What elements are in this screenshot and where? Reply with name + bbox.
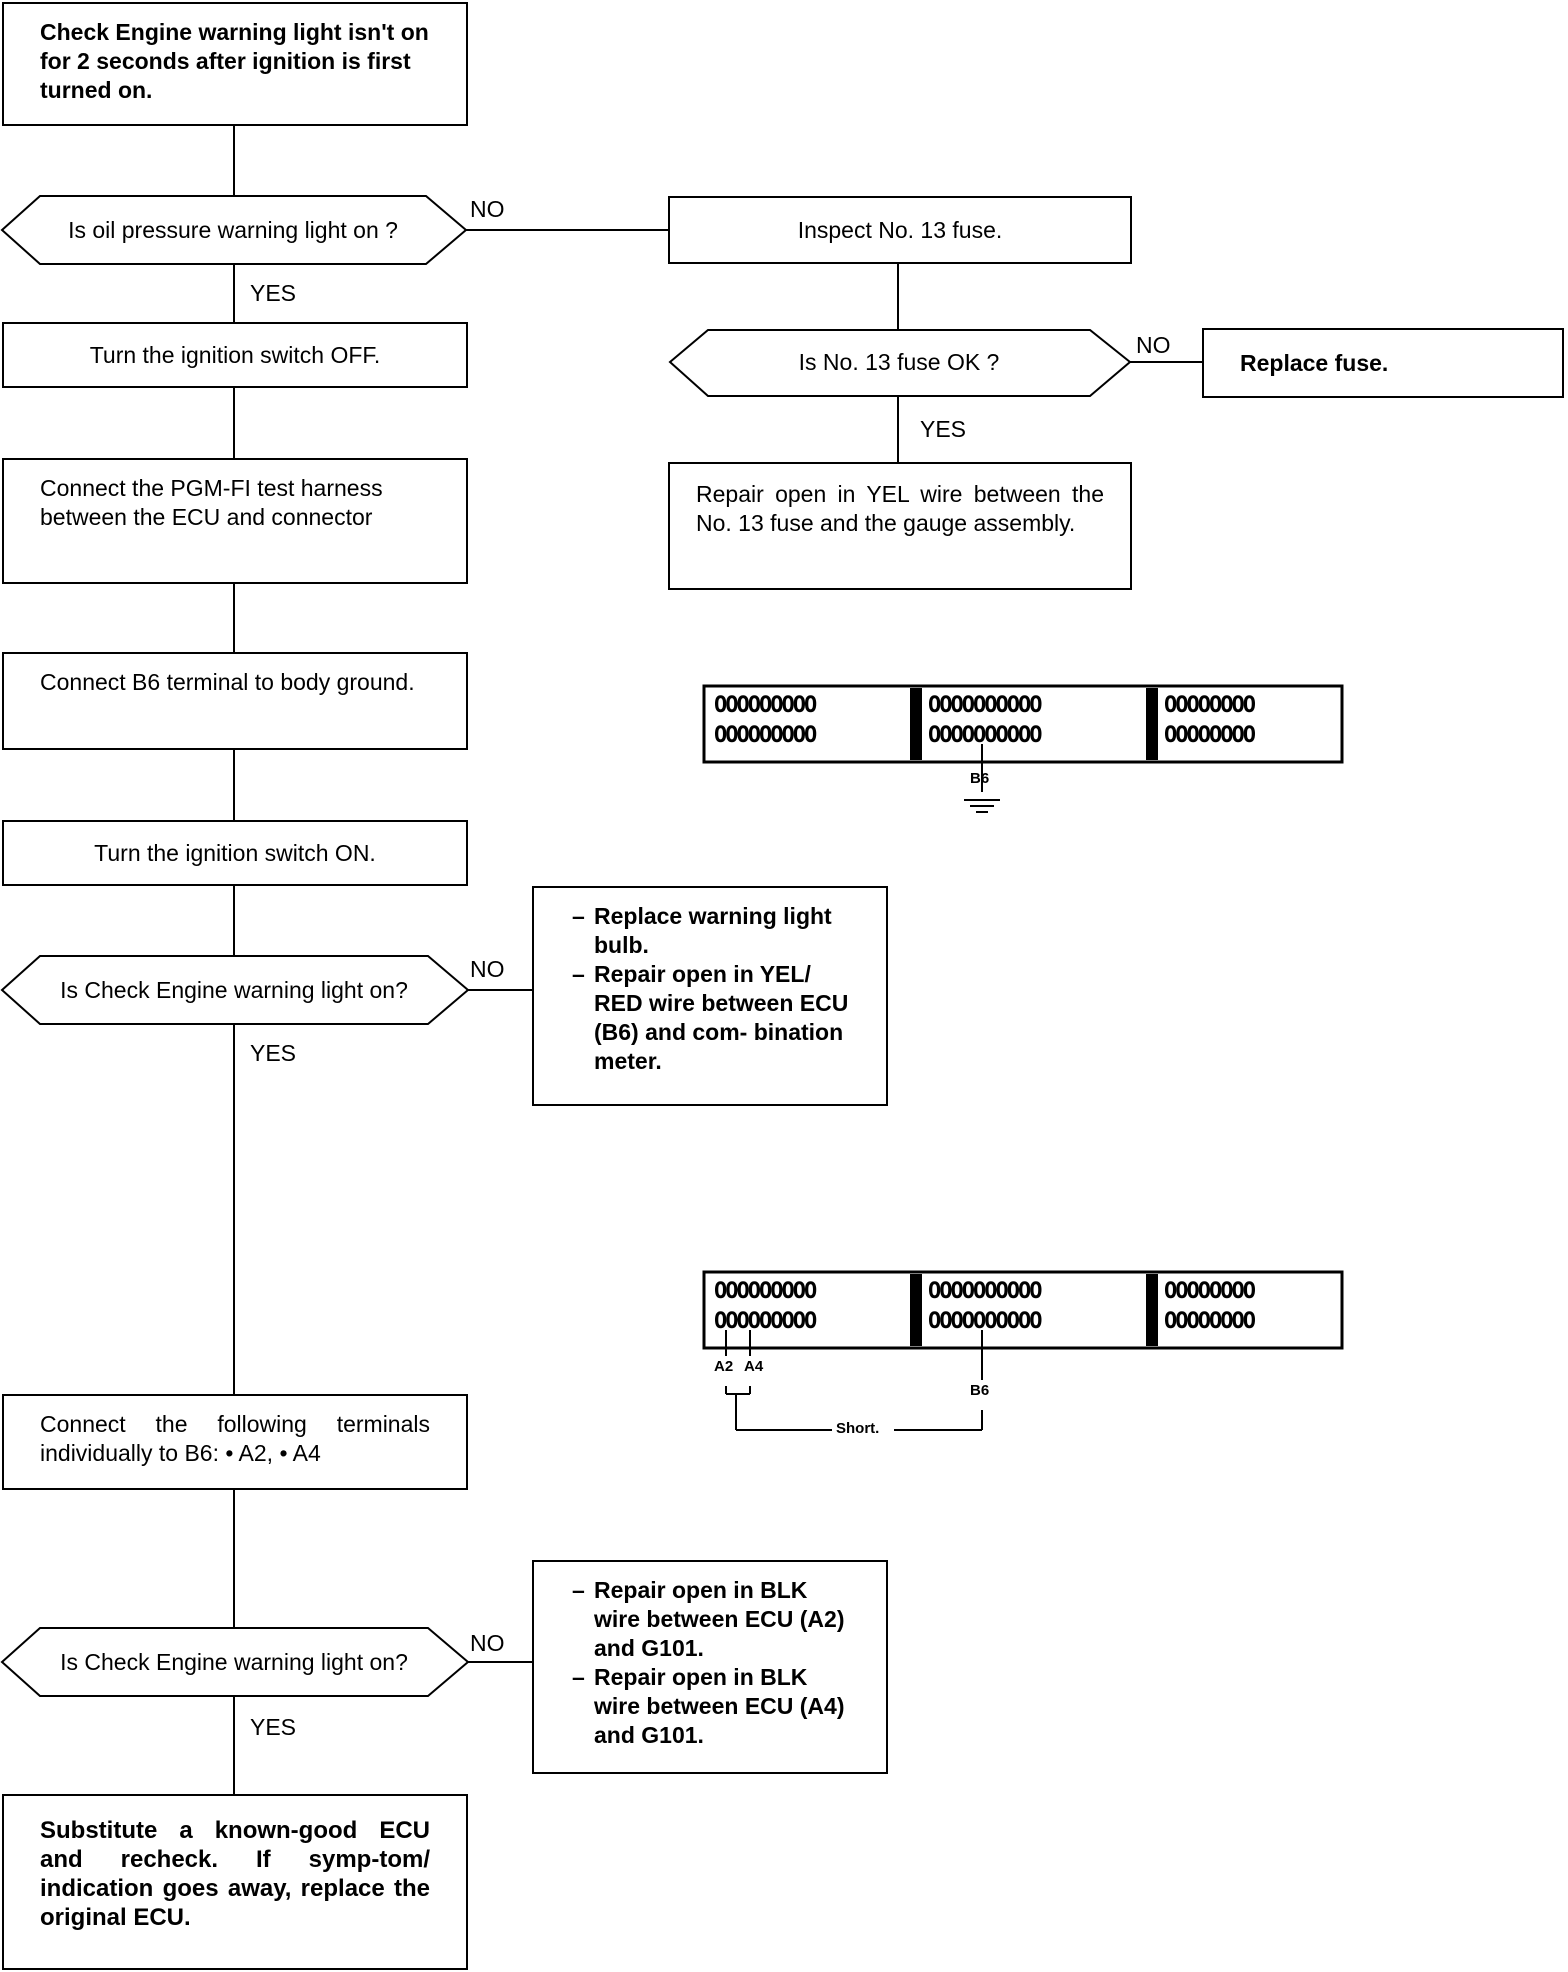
terminal-label-a4: A4 <box>744 1358 764 1375</box>
pin-row: OOOOOOOOOO <box>928 693 1042 718</box>
yes-label: YES <box>920 416 967 442</box>
step-turn-ignition-on: Turn the ignition switch ON. <box>2 820 468 886</box>
no-label: NO <box>470 956 505 982</box>
decision-check-engine-2: Is Check Engine warning light on? <box>60 1649 408 1675</box>
terminal-label-a2: A2 <box>714 1358 734 1375</box>
step-substitute-ecu: Substitute a known-good ECU and recheck.… <box>2 1794 468 1970</box>
pin-row: OOOOOOOO <box>1164 693 1256 718</box>
no-label: NO <box>470 196 505 222</box>
list-item: Replace warning light bulb. <box>566 902 854 960</box>
pin-row: OOOOOOOOOO <box>928 1309 1042 1334</box>
terminal-label-b6: B6 <box>970 1382 990 1399</box>
terminal-label-b6: B6 <box>970 770 990 787</box>
pin-row: OOOOOOOOOO <box>928 1279 1042 1304</box>
pin-row: OOOOOOOOOO <box>928 723 1042 748</box>
start-box: Check Engine warning light isn't on for … <box>2 2 468 126</box>
no-label: NO <box>470 1630 505 1656</box>
yes-label: YES <box>250 1040 297 1066</box>
list-item: Repair open in BLK wire between ECU (A2)… <box>566 1576 854 1663</box>
pin-row: OOOOOOOO <box>1164 723 1256 748</box>
action-list-check2-no: Repair open in BLK wire between ECU (A2)… <box>532 1560 888 1774</box>
action-list-check1-no: Replace warning light bulb. Repair open … <box>532 886 888 1106</box>
short-label: Short. <box>836 1420 880 1437</box>
no-label: NO <box>1136 332 1171 358</box>
yes-label: YES <box>250 1714 297 1740</box>
action-replace-fuse: Replace fuse. <box>1202 328 1564 398</box>
decision-oil-pressure: Is oil pressure warning light on ? <box>68 217 398 243</box>
pin-row: OOOOOOOOO <box>714 1309 817 1334</box>
pin-row: OOOOOOOO <box>1164 1309 1256 1334</box>
pin-row: OOOOOOOOO <box>714 723 817 748</box>
decision-fuse-ok: Is No. 13 fuse OK ? <box>798 349 1000 375</box>
pin-row: OOOOOOOOO <box>714 1279 817 1304</box>
list-item: Repair open in YEL/ RED wire between ECU… <box>566 960 854 1076</box>
decision-check-engine-1: Is Check Engine warning light on? <box>60 977 408 1003</box>
pin-row: OOOOOOOO <box>1164 1279 1256 1304</box>
list-item: Repair open in BLK wire between ECU (A4)… <box>566 1663 854 1750</box>
step-connect-terminals: Connect the following terminals individu… <box>2 1394 468 1490</box>
pin-row: OOOOOOOOO <box>714 693 817 718</box>
action-repair-yel-wire: Repair open in YEL wire between the No. … <box>668 462 1132 590</box>
step-connect-harness: Connect the PGM-FI test harness between … <box>2 458 468 584</box>
yes-label: YES <box>250 280 297 306</box>
step-turn-ignition-off: Turn the ignition switch OFF. <box>2 322 468 388</box>
step-inspect-fuse: Inspect No. 13 fuse. <box>668 196 1132 264</box>
step-connect-b6: Connect B6 terminal to body ground. <box>2 652 468 750</box>
